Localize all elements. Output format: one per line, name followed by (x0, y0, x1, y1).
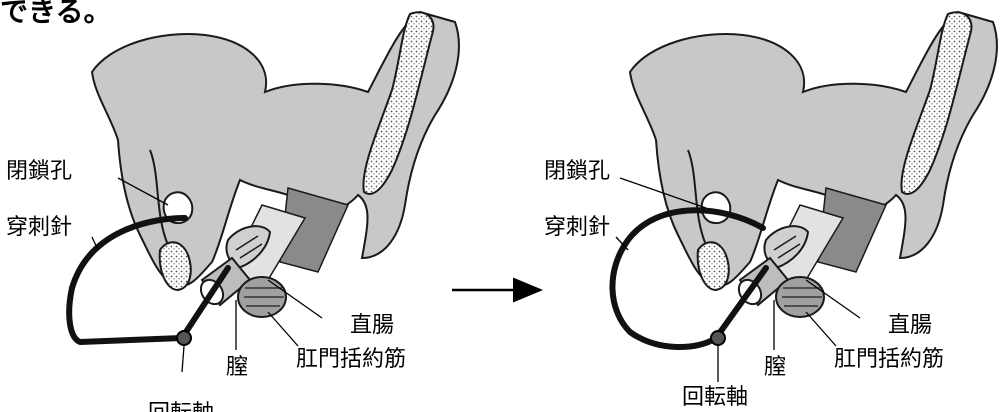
left-label-anal-sphincter: 肛門括約筋 (296, 347, 406, 372)
right-label-anal-sphincter: 肛門括約筋 (834, 347, 944, 372)
right-label-rectum: 直腸 (888, 313, 932, 338)
right-panel: 閉鎖孔 穿刺針 膣 直腸 肛門括約筋 回転軸 (544, 12, 997, 410)
left-label-rotation-axis: 回転軸 (148, 401, 214, 412)
right-label-obturator-foramen: 閉鎖孔 (544, 159, 610, 184)
right-label-rotation-axis: 回転軸 (682, 385, 748, 410)
left-label-vagina: 膣 (226, 355, 248, 380)
left-label-puncture-needle: 穿刺針 (6, 215, 72, 240)
left-rotation-axis-knob (177, 331, 191, 345)
right-label-puncture-needle: 穿刺針 (544, 215, 610, 240)
left-anal-sphincter (238, 277, 286, 317)
right-rotation-axis-knob (711, 331, 725, 345)
right-label-vagina: 膣 (764, 355, 786, 380)
left-label-obturator-foramen: 閉鎖孔 (6, 159, 72, 184)
left-pubic-symphysis (160, 242, 191, 290)
right-anal-sphincter (776, 277, 824, 317)
left-panel: 閉鎖孔 穿刺針 膣 直腸 肛門括約筋 回転軸 (6, 12, 459, 412)
right-pubic-symphysis (698, 242, 729, 290)
left-label-rectum: 直腸 (350, 313, 394, 338)
